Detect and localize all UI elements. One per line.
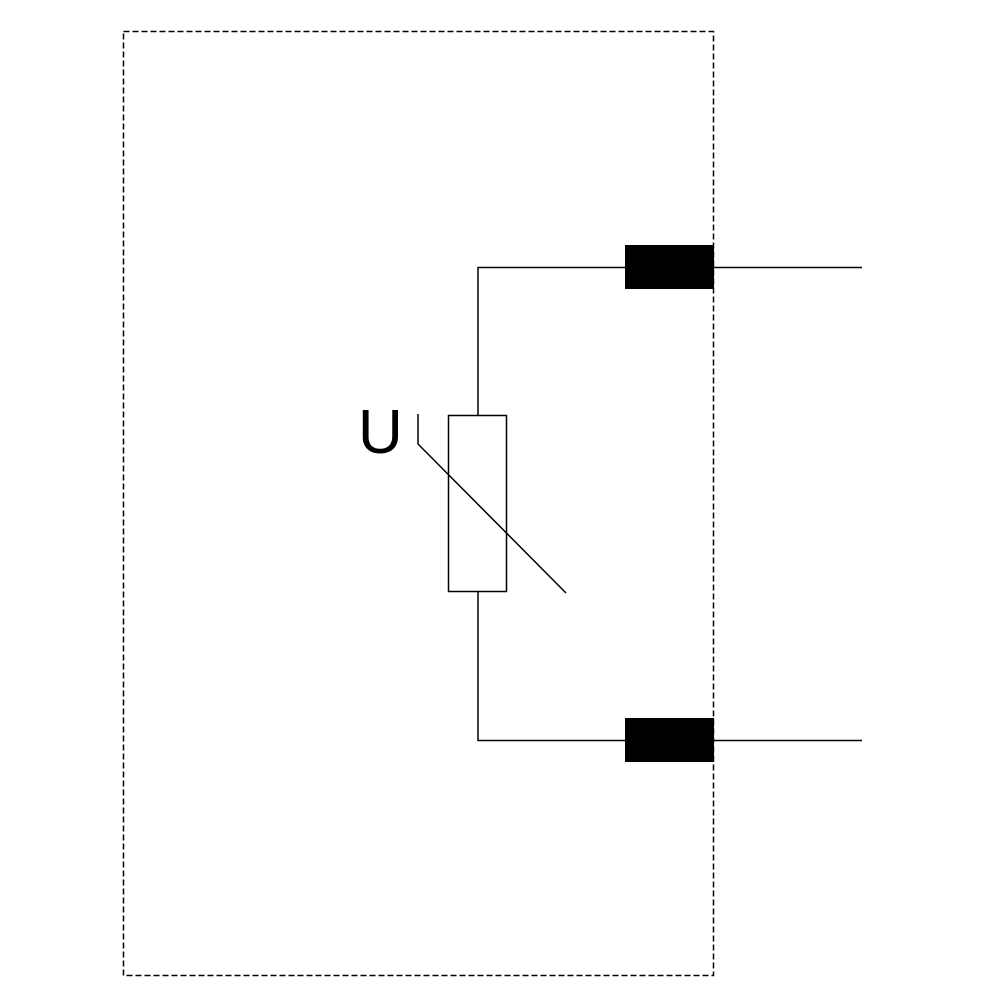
wire-bottom-internal — [477, 592, 626, 742]
wire-top-internal — [477, 266, 626, 415]
terminal-bottom — [625, 718, 714, 762]
dashed-enclosure — [122, 30, 715, 977]
terminal-top — [625, 245, 714, 289]
voltage-label: U — [358, 398, 403, 467]
varistor-slash-icon — [417, 414, 567, 594]
